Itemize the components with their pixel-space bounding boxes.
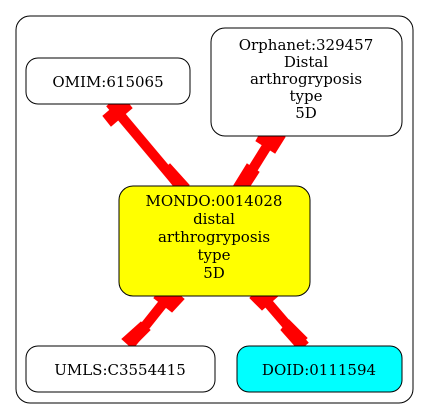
node-orphanet-line: Orphanet:329457: [239, 36, 374, 54]
node-omim-line: OMIM:615065: [52, 73, 163, 91]
node-doid[interactable]: DOID:0111594: [236, 345, 403, 393]
node-doid-box: [236, 345, 403, 393]
node-umls-label: UMLS:C3554415: [54, 361, 186, 379]
node-mondo-line: distal: [193, 210, 235, 228]
edge-omim-mondo: [102, 97, 190, 194]
node-umls-box: [25, 345, 216, 393]
node-orphanet-line: 5D: [295, 104, 317, 122]
node-doid-line: DOID:0111594: [262, 361, 376, 379]
node-omim-box: [25, 57, 191, 105]
node-mondo-line: 5D: [203, 264, 225, 282]
node-orphanet-box: [210, 27, 403, 137]
node-orphanet-line: Distal: [284, 53, 328, 71]
node-mondo-box: [118, 185, 311, 297]
node-doid-label: DOID:0111594: [262, 361, 376, 379]
node-orphanet-line: type: [290, 87, 323, 105]
node-mondo-line: type: [198, 246, 231, 264]
node-mondo-line: arthrogryposis: [158, 228, 270, 246]
node-umls[interactable]: UMLS:C3554415: [25, 345, 216, 393]
node-omim[interactable]: OMIM:615065: [25, 57, 191, 105]
node-umls-line: UMLS:C3554415: [54, 361, 186, 379]
node-mondo-line: MONDO:0014028: [146, 192, 283, 210]
node-orphanet-line: arthrogryposis: [250, 70, 362, 88]
node-omim-label: OMIM:615065: [52, 73, 163, 91]
